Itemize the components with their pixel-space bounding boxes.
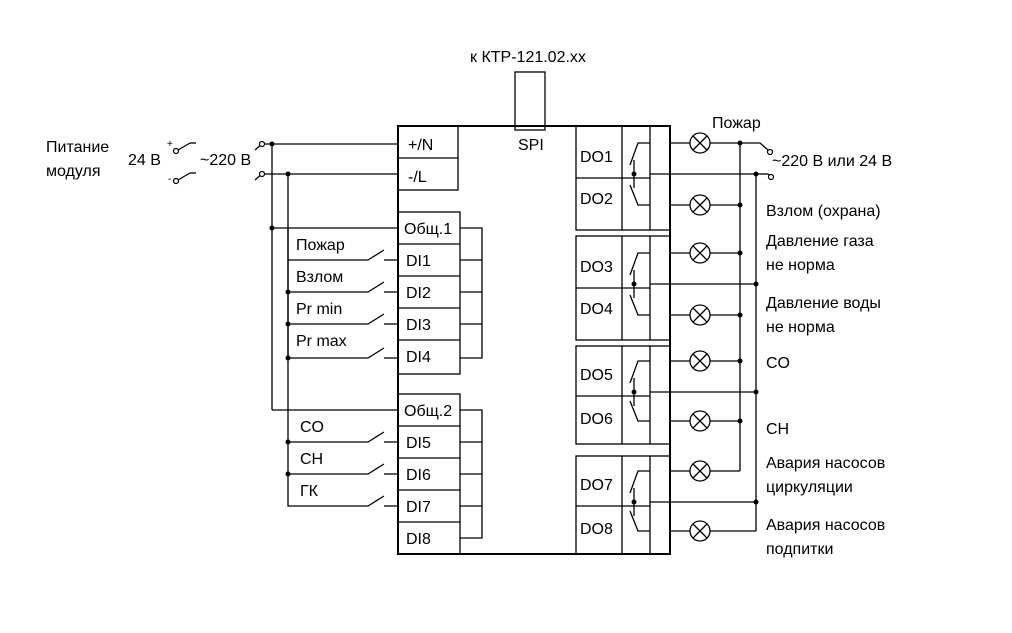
terminal-di2: DI2 bbox=[406, 285, 431, 302]
sensor-gk: ГК bbox=[300, 483, 319, 500]
terminal-di6: DI6 bbox=[406, 467, 431, 484]
terminal-di1: DI1 bbox=[406, 253, 431, 270]
power-title-line2: модуля bbox=[46, 163, 101, 180]
relay-contacts bbox=[629, 142, 650, 532]
sensor-ch: CH bbox=[300, 451, 323, 468]
spi-connector bbox=[514, 71, 546, 131]
lamp-icon bbox=[689, 242, 711, 264]
terminal-do8: DO8 bbox=[580, 521, 613, 538]
terminal-do6: DO6 bbox=[580, 411, 613, 428]
power-dc-label: 24 В bbox=[128, 152, 161, 169]
output-label-gas-1: Давление газа bbox=[766, 233, 874, 250]
lamp-icon bbox=[689, 520, 711, 542]
output-label-fire: Пожар bbox=[712, 115, 761, 132]
terminal-do4: DO4 bbox=[580, 301, 613, 318]
output-supply-label: ~220 В или 24 В bbox=[772, 153, 892, 170]
terminal-do7: DO7 bbox=[580, 477, 613, 494]
input-block-1 bbox=[397, 211, 483, 375]
lamp-icon bbox=[689, 304, 711, 326]
terminal-do5: DO5 bbox=[580, 367, 613, 384]
input-switches-group2 bbox=[285, 431, 398, 507]
power-terminal-block bbox=[397, 125, 459, 191]
terminal-common-2: Общ.2 bbox=[404, 403, 452, 420]
terminal-common-1: Общ.1 bbox=[404, 221, 452, 238]
spi-label: SPI bbox=[518, 137, 544, 154]
sensor-intrusion: Взлом bbox=[296, 269, 343, 286]
power-wiring bbox=[172, 140, 398, 490]
terminal-di8: DI8 bbox=[406, 531, 431, 548]
lamp-icon bbox=[689, 194, 711, 216]
output-label-ch: CH bbox=[766, 421, 789, 438]
output-label-co: CO bbox=[766, 355, 790, 372]
output-label-circ-2: циркуляции bbox=[766, 479, 853, 496]
lamp-icons bbox=[689, 132, 711, 542]
power-title-line1: Питание bbox=[46, 139, 109, 156]
power-minus-sign: - bbox=[168, 174, 171, 185]
terminal-di7: DI7 bbox=[406, 499, 431, 516]
output-label-makeup-1: Авария насосов bbox=[766, 517, 885, 534]
output-wiring bbox=[650, 140, 775, 532]
terminal-do3: DO3 bbox=[580, 259, 613, 276]
terminal-di5: DI5 bbox=[406, 435, 431, 452]
sensor-fire: Пожар bbox=[296, 237, 345, 254]
output-label-gas-2: не норма bbox=[766, 257, 835, 274]
output-label-water-1: Давление воды bbox=[766, 295, 881, 312]
power-ac-label: ~220 В bbox=[200, 152, 251, 169]
lamp-icon bbox=[689, 410, 711, 432]
output-label-intrusion: Взлом (охрана) bbox=[766, 203, 881, 220]
output-label-circ-1: Авария насосов bbox=[766, 455, 885, 472]
terminal-do1: DO1 bbox=[580, 149, 613, 166]
terminal-minus-l: -/L bbox=[408, 169, 427, 186]
terminal-di3: DI3 bbox=[406, 317, 431, 334]
sensor-pr-max: Pr max bbox=[296, 333, 347, 350]
terminal-di4: DI4 bbox=[406, 349, 431, 366]
output-label-water-2: не норма bbox=[766, 319, 835, 336]
input-switches-group1 bbox=[285, 228, 398, 361]
terminal-do2: DO2 bbox=[580, 191, 613, 208]
lamp-icon bbox=[689, 460, 711, 482]
terminal-plus-n: +/N bbox=[408, 137, 433, 154]
power-plus-sign: + bbox=[167, 139, 173, 150]
spi-target-label: к КТР-121.02.хх bbox=[470, 49, 586, 66]
lamp-icon bbox=[689, 350, 711, 372]
lamp-icon bbox=[689, 132, 711, 154]
sensor-pr-min: Pr min bbox=[296, 301, 342, 318]
sensor-co: CO bbox=[300, 419, 324, 436]
output-label-makeup-2: подпитки bbox=[766, 541, 833, 558]
